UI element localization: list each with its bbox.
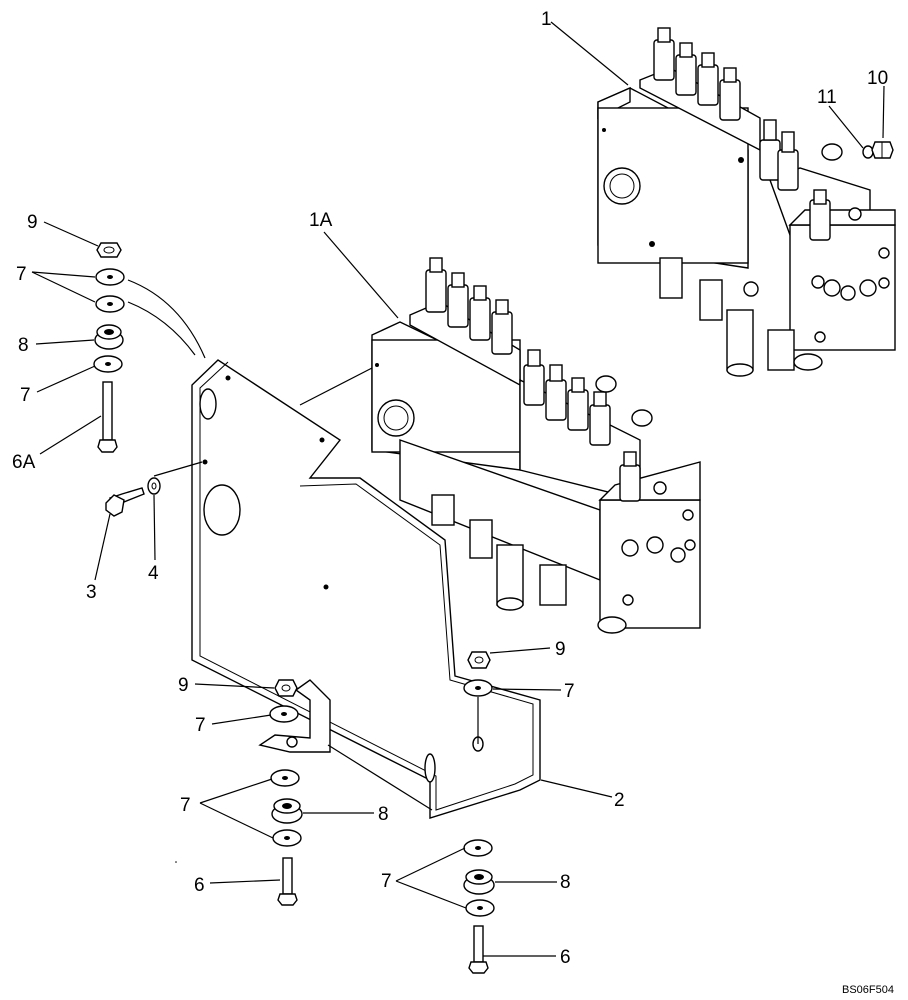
nut-part-9-topleft [96,242,122,258]
washer-part-7-rightlow2 [465,899,495,917]
mounting-bracket-part-2 [191,359,541,819]
washer-part-7-b [95,295,125,313]
washer-part-7-rightlow1 [463,839,493,857]
washer-part-7-midlow2 [272,829,302,847]
isolator-part-8-right [463,869,495,895]
callout-9-topleft: 9 [27,212,38,233]
callout-6-mid: 6 [194,875,205,896]
callout-10: 10 [867,68,888,89]
callout-7-bottomleft: 7 [180,795,191,816]
callout-8-right: 8 [560,872,571,893]
washer-part-7-midtop [269,705,299,723]
valve-assembly-1 [597,27,896,377]
callout-7-left: 7 [20,385,31,406]
callout-7-bottomright: 7 [381,871,392,892]
bolt-part-6-right [468,925,489,974]
isolator-part-8-left [94,324,124,350]
callout-9-right: 9 [555,639,566,660]
callout-6a: 6A [12,452,36,473]
callout-6-right: 6 [560,947,571,968]
callout-4: 4 [148,563,159,584]
isolator-part-8-mid [271,798,303,824]
callout-2: 2 [614,790,625,811]
callout-7-midleft: 7 [195,715,206,736]
oring-part-11 [862,145,874,159]
bolt-part-3 [105,487,145,517]
callout-8-left: 8 [18,335,29,356]
bolt-part-6-mid [277,857,298,906]
washer-part-7-righttop [463,679,493,697]
leader-lines [31,21,885,957]
drawing-code: BS06F504 [842,984,894,996]
washer-part-7-c [93,355,123,373]
callout-8-mid: 8 [378,804,389,825]
fitting-part-10 [871,141,894,159]
washer-part-7-midlow1 [270,769,300,787]
bolt-part-6a [97,381,118,453]
nut-part-9-right [467,651,491,669]
callout-1: 1 [541,9,552,30]
callout-9-mid: 9 [178,675,189,696]
callout-1a: 1A [309,210,333,231]
callout-labels: 1 1A 2 3 4 6A 6 6 7 7 7 7 7 7 8 8 8 9 9 … [12,9,888,968]
washer-part-7-a [95,268,125,286]
washer-part-4 [147,477,161,495]
callout-7-midright: 7 [564,681,575,702]
callout-11: 11 [817,87,837,108]
callout-7-topleft: 7 [16,264,27,285]
nut-part-9-mid [274,679,298,697]
valve-assembly-1a [371,257,701,634]
callout-3: 3 [86,582,97,603]
stray-dot [175,861,177,863]
